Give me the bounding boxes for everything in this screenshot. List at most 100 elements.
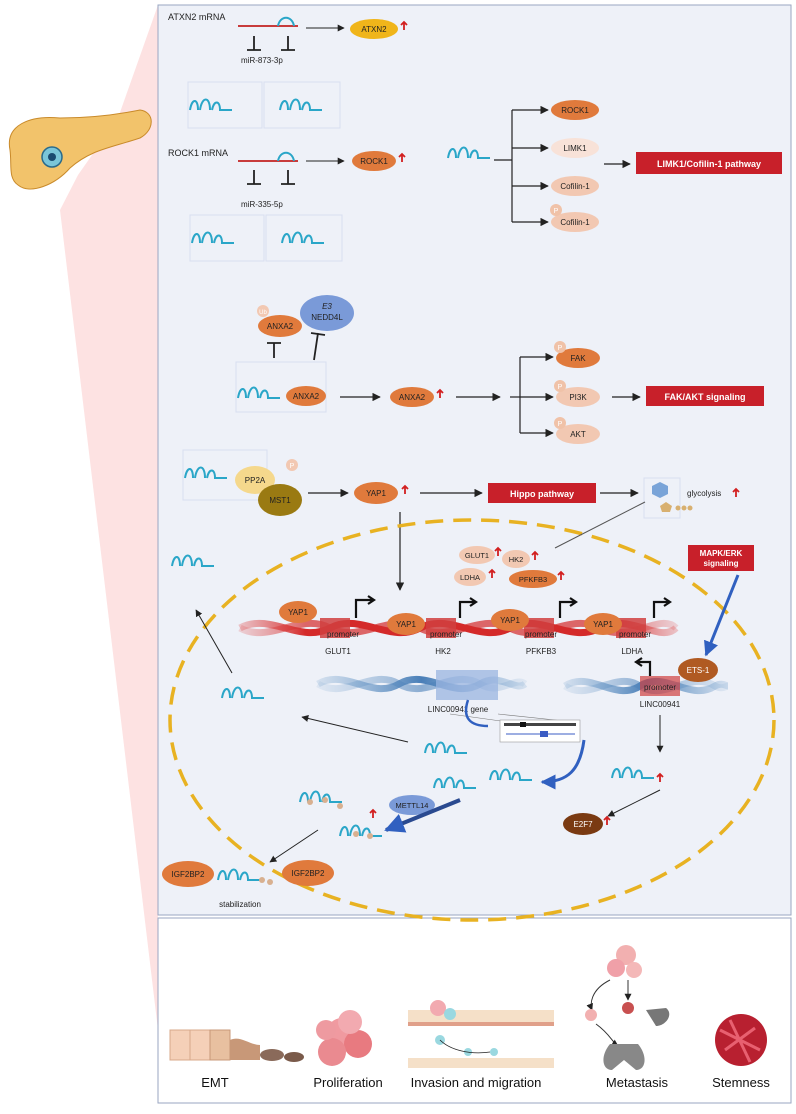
emt-illustration — [169, 1029, 304, 1062]
invasion-illustration — [408, 1000, 554, 1068]
metastasis-illustration — [585, 945, 670, 1070]
svg-text:promoter: promoter — [644, 683, 676, 692]
svg-text:P: P — [558, 345, 563, 352]
svg-text:Cofilin-1: Cofilin-1 — [560, 182, 590, 191]
linc00941-promoter-dna: promoter ETS-1 LINC00941 — [563, 657, 729, 753]
igf2bp2-node-left — [162, 861, 214, 887]
svg-text:ANXA2: ANXA2 — [293, 392, 320, 401]
svg-text:Ub: Ub — [259, 310, 267, 316]
svg-text:YAP1: YAP1 — [500, 616, 520, 625]
proliferation-illustration — [316, 1010, 372, 1066]
rock1-mrna-label: ROCK1 mRNA — [168, 148, 228, 158]
anxa2-ub-node — [258, 315, 302, 337]
ldha-node — [454, 568, 486, 586]
svg-text:P: P — [558, 384, 563, 391]
svg-text:AKT: AKT — [570, 430, 586, 439]
pancreas-icon — [8, 109, 152, 190]
svg-text:MAPK/ERK: MAPK/ERK — [700, 549, 743, 558]
yap1-node-pfkfb3 — [491, 609, 529, 631]
svg-text:FAK/AKT signaling: FAK/AKT signaling — [665, 392, 746, 402]
svg-text:P: P — [558, 421, 563, 428]
liver-icon — [646, 1008, 670, 1026]
svg-text:LDHA: LDHA — [621, 647, 643, 656]
m6a-modification: METTL14 — [269, 776, 477, 863]
pfkfb3-node — [509, 570, 557, 588]
svg-text:promoter: promoter — [619, 630, 651, 639]
target-genes-dna: promoter promoter promoter promoter YAP1… — [238, 595, 679, 656]
akt-node — [556, 424, 600, 444]
svg-text:Hippo pathway: Hippo pathway — [510, 489, 574, 499]
e2f7-node — [563, 813, 603, 835]
hk2-node — [502, 550, 530, 568]
mettl14-node — [389, 795, 435, 815]
limk1-cofilin-pathway-box — [636, 152, 782, 174]
svg-text:MST1: MST1 — [269, 496, 291, 505]
mir873-label: miR-873-3p — [241, 56, 283, 65]
svg-text:LIMK1: LIMK1 — [563, 144, 587, 153]
phenotype-panel — [157, 917, 792, 1104]
ets1-node — [678, 658, 718, 682]
limk1-node — [551, 138, 599, 158]
fak-node — [556, 348, 600, 368]
svg-text:IGF2BP2: IGF2BP2 — [292, 869, 325, 878]
svg-text:promoter: promoter — [525, 630, 557, 639]
svg-text:P: P — [290, 463, 295, 470]
mst1-node — [258, 484, 302, 516]
svg-text:ANXA2: ANXA2 — [399, 393, 426, 402]
mir335-label: miR-335-5p — [241, 200, 283, 209]
phospho-badge — [550, 204, 562, 216]
svg-text:LIMK1/Cofilin-1 pathway: LIMK1/Cofilin-1 pathway — [657, 159, 761, 169]
anxa2-node — [390, 387, 434, 407]
glut1-node — [459, 546, 495, 564]
yap1-node-glut1 — [279, 601, 317, 623]
svg-text:ANXA2: ANXA2 — [267, 322, 294, 331]
hippo-pathway-box — [488, 483, 596, 503]
svg-text:signaling: signaling — [703, 559, 738, 568]
svg-text:YAP1: YAP1 — [288, 608, 308, 617]
linc00941-gene-dna: LINC00941 gene — [316, 670, 581, 743]
anxa2-bound-node — [286, 386, 326, 406]
emt-label: EMT — [201, 1075, 229, 1090]
svg-text:YAP1: YAP1 — [396, 620, 416, 629]
svg-text:PFKFB3: PFKFB3 — [519, 575, 547, 584]
linc00941-label: LINC00941 — [640, 700, 681, 709]
invasion-migration-label: Invasion and migration — [411, 1075, 542, 1090]
svg-text:LDHA: LDHA — [460, 573, 480, 582]
svg-text:ROCK1: ROCK1 — [561, 106, 589, 115]
svg-text:PFKFB3: PFKFB3 — [526, 647, 557, 656]
mapk-erk-signaling-box — [688, 545, 754, 571]
rock1-node-right — [551, 100, 599, 120]
lungs-icon — [603, 1044, 645, 1070]
svg-text:FAK: FAK — [570, 354, 586, 363]
cofilin1-node — [551, 176, 599, 196]
p-cofilin1-node — [551, 212, 599, 232]
atxn2-axis: ATXN2 mRNA ATXN2 miR-873-3p — [168, 12, 408, 129]
svg-text:GLUT1: GLUT1 — [465, 551, 489, 560]
svg-text:METTL14: METTL14 — [396, 801, 429, 810]
svg-text:NEDD4L: NEDD4L — [311, 313, 343, 322]
proliferation-label: Proliferation — [313, 1075, 382, 1090]
linc00941-gene-label: LINC00941 gene — [428, 705, 489, 714]
svg-text:IGF2BP2: IGF2BP2 — [172, 870, 205, 879]
svg-text:ETS-1: ETS-1 — [687, 666, 710, 675]
rock1-axis: ROCK1 mRNA ROCK1 miR-335-5p — [168, 148, 406, 262]
svg-text:PI3K: PI3K — [569, 393, 587, 402]
glucose-molecule-icon — [652, 482, 693, 512]
ubiquitin-badge — [257, 305, 269, 317]
yap1-node — [354, 482, 398, 504]
igf2bp2-node-right — [282, 860, 334, 886]
svg-text:promoter: promoter — [430, 630, 462, 639]
svg-text:Cofilin-1: Cofilin-1 — [560, 218, 590, 227]
svg-text:ATXN2: ATXN2 — [361, 25, 387, 34]
zoom-projection — [60, 5, 158, 1030]
genome-browser-inset — [449, 699, 581, 743]
pi3k-node — [556, 387, 600, 407]
igf2bp2-stabilization: IGF2BP2 IGF2BP2 stabilization — [162, 860, 334, 909]
stabilization-label: stabilization — [219, 900, 261, 909]
anxa2-axis: Ub ANXA2 E3 NEDD4L ANXA2 ANXA2 FAK P PI3… — [235, 295, 764, 444]
glycolysis-label: glycolysis — [687, 489, 721, 498]
fak-akt-signaling-box — [646, 386, 764, 406]
svg-text:YAP1: YAP1 — [366, 489, 386, 498]
phospho-badge — [286, 459, 298, 471]
